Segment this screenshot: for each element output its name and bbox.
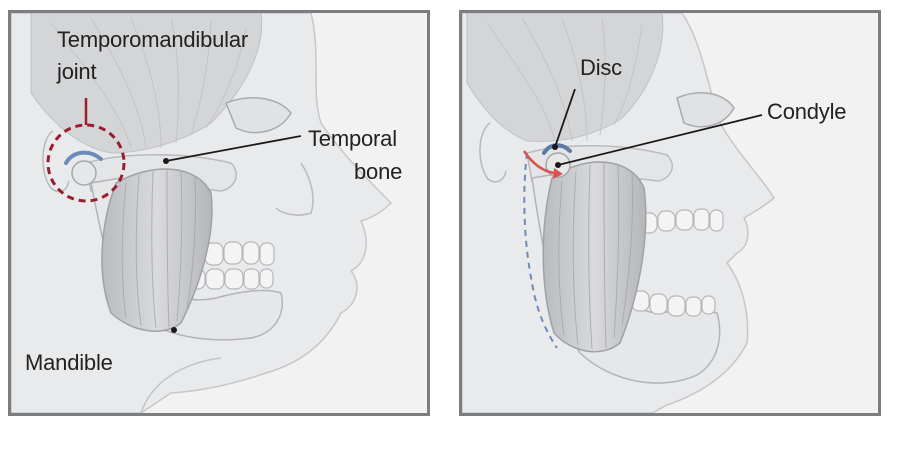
label-disc: Disc — [580, 55, 622, 81]
label-condyle: Condyle — [767, 99, 846, 125]
panel-open-jaw: Disc Condyle — [459, 10, 881, 416]
label-temporomandibular: Temporomandibular — [57, 27, 248, 53]
open-jaw-illustration — [462, 13, 878, 413]
label-joint: joint — [57, 59, 96, 85]
panel-closed-jaw: Temporomandibular joint Temporal bone Ma… — [8, 10, 430, 416]
eye-socket — [677, 93, 734, 127]
label-temporal: Temporal — [308, 126, 397, 152]
condyle — [72, 161, 96, 185]
label-mandible: Mandible — [25, 350, 113, 376]
mandible-pointer — [171, 327, 177, 333]
label-bone: bone — [354, 159, 402, 185]
